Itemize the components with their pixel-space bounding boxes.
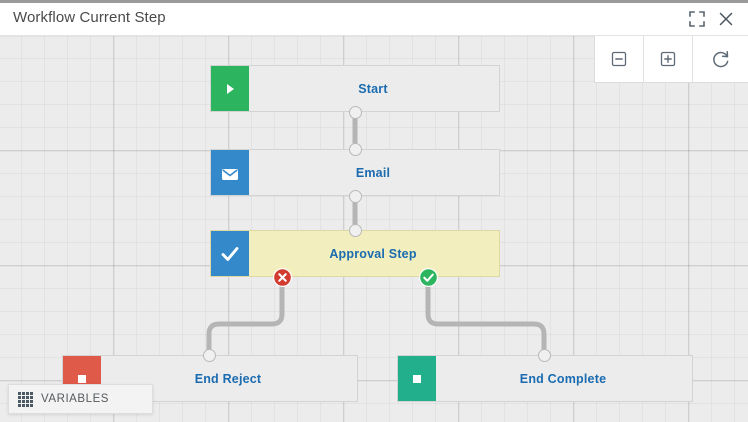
port-email-input[interactable] xyxy=(348,142,362,156)
node-label: Email xyxy=(355,165,391,180)
node-label: End Reject xyxy=(194,371,262,386)
port-start-output[interactable] xyxy=(348,105,362,119)
port-end-reject-input[interactable] xyxy=(202,348,216,362)
port-email-output[interactable] xyxy=(348,189,362,203)
reset-view-button[interactable] xyxy=(693,36,748,82)
zoom-out-icon xyxy=(611,51,627,67)
node-label: End Complete xyxy=(519,371,607,386)
node-label: Start xyxy=(358,81,388,96)
expand-icon[interactable] xyxy=(688,10,706,28)
node-end-complete[interactable]: End Complete xyxy=(397,355,693,402)
window-top-stripe xyxy=(0,0,748,3)
edge-approval-end-complete xyxy=(425,274,547,358)
stop-icon xyxy=(398,356,436,401)
grid-icon xyxy=(9,391,41,407)
node-email[interactable]: Email xyxy=(210,149,500,196)
node-start[interactable]: Start xyxy=(210,65,500,112)
variables-panel[interactable]: VARIABLES xyxy=(8,384,153,414)
zoom-in-button[interactable] xyxy=(644,36,693,82)
port-approve-icon[interactable] xyxy=(418,267,438,287)
workflow-canvas[interactable]: Start Email Approval Step xyxy=(0,36,748,422)
zoom-out-button[interactable] xyxy=(595,36,644,82)
edge-approval-end-reject xyxy=(206,274,285,358)
page-title: Workflow Current Step xyxy=(13,9,166,26)
node-label: Approval Step xyxy=(329,246,417,261)
envelope-icon xyxy=(211,150,249,195)
port-reject-icon[interactable] xyxy=(272,267,292,287)
zoom-toolbar xyxy=(594,36,748,83)
node-approval-step[interactable]: Approval Step xyxy=(210,230,500,277)
play-icon xyxy=(211,66,249,111)
port-approval-input[interactable] xyxy=(348,223,362,237)
window-titlebar: Workflow Current Step xyxy=(0,0,748,36)
zoom-in-icon xyxy=(660,51,676,67)
reset-view-icon xyxy=(712,50,728,68)
variables-panel-label: VARIABLES xyxy=(41,393,110,405)
port-end-complete-input[interactable] xyxy=(537,348,551,362)
close-icon[interactable] xyxy=(717,10,735,28)
check-icon xyxy=(211,231,249,276)
